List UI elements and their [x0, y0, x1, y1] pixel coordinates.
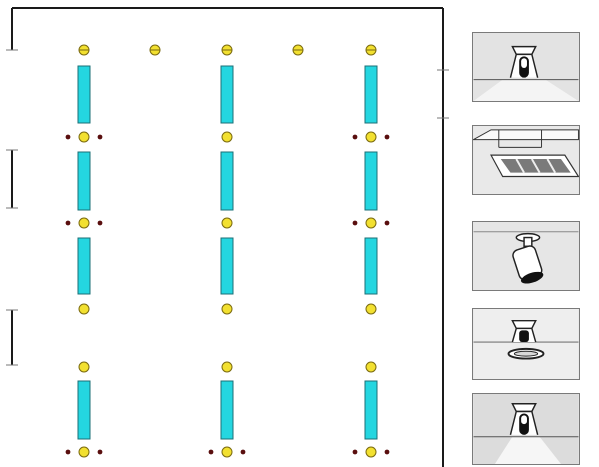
spot-light [240, 449, 246, 455]
tube-light [220, 237, 234, 295]
legend-recessed-downlight-beam [472, 393, 580, 465]
downlight [365, 131, 377, 143]
track-spotlight-icon [473, 222, 579, 290]
spot-light [208, 449, 214, 455]
recessed-downlight-icon [473, 33, 579, 101]
spot-light [384, 220, 390, 226]
downlight [221, 446, 233, 458]
tube-light [220, 151, 234, 211]
tube-light [364, 151, 378, 211]
downlight [365, 446, 377, 458]
spot-light [97, 220, 103, 226]
legend-downlight-with-trim-ring [472, 308, 580, 380]
tube-light [77, 151, 91, 211]
legend-linear-ceiling-light [472, 125, 580, 195]
spot-light [384, 134, 390, 140]
downlight [78, 361, 90, 373]
spot-light [65, 134, 71, 140]
spot-light [65, 220, 71, 226]
spot-light [384, 449, 390, 455]
tube-light [364, 65, 378, 124]
downlight [78, 217, 90, 229]
floor-plan [6, 7, 449, 467]
tube-light [77, 65, 91, 124]
tube-light [77, 237, 91, 295]
legend-recessed-downlight [472, 32, 580, 102]
tube-light [220, 380, 234, 440]
downlight [365, 361, 377, 373]
linear-ceiling-light-icon [473, 126, 579, 194]
downlight [221, 303, 233, 315]
legend-track-spotlight [472, 221, 580, 291]
downlight [78, 303, 90, 315]
downlight [78, 131, 90, 143]
recessed-downlight-beam-icon [473, 394, 579, 464]
downlight [221, 217, 233, 229]
spot-light [352, 449, 358, 455]
tube-light [77, 380, 91, 440]
spot-light [352, 134, 358, 140]
spot-light [97, 449, 103, 455]
downlight-trim-icon [473, 309, 579, 379]
downlight [365, 217, 377, 229]
downlight [78, 446, 90, 458]
downlight [221, 361, 233, 373]
spot-light [352, 220, 358, 226]
downlight [221, 131, 233, 143]
spot-light [97, 134, 103, 140]
spot-light [65, 449, 71, 455]
tube-light [220, 65, 234, 124]
downlight [365, 303, 377, 315]
tube-light [364, 237, 378, 295]
tube-light [364, 380, 378, 440]
